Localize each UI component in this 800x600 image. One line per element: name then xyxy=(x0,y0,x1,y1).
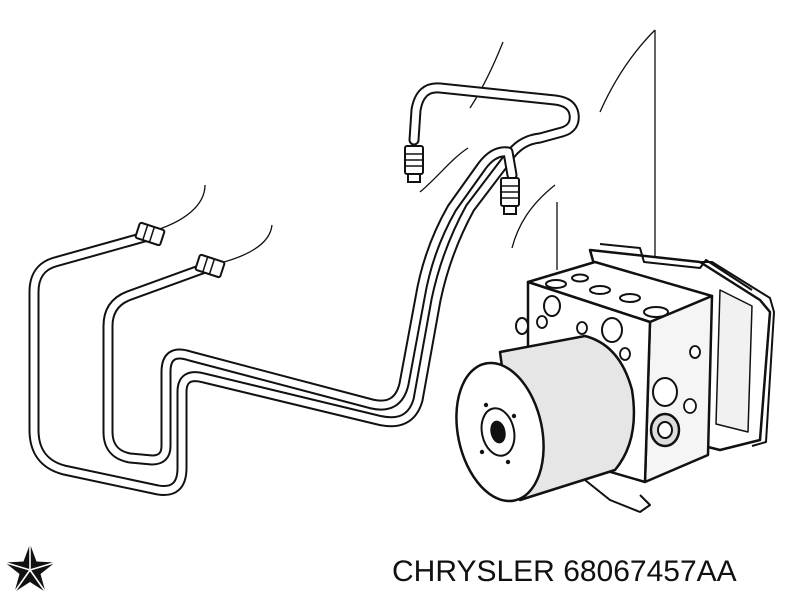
abs-module xyxy=(455,243,775,513)
tube-fitting-top-right xyxy=(500,177,520,215)
brake-line-outer xyxy=(28,82,580,497)
brand-name: CHRYSLER xyxy=(392,555,555,588)
brake-line-inner xyxy=(102,146,518,466)
part-caption: CHRYSLER 68067457AA xyxy=(392,552,737,592)
part-number: 68067457AA xyxy=(563,555,737,588)
tube-fitting-top-left xyxy=(404,145,424,183)
tube-fitting-left-outer xyxy=(134,221,166,247)
tube-fitting-left-inner xyxy=(194,253,226,279)
pentastar-icon xyxy=(4,544,56,593)
